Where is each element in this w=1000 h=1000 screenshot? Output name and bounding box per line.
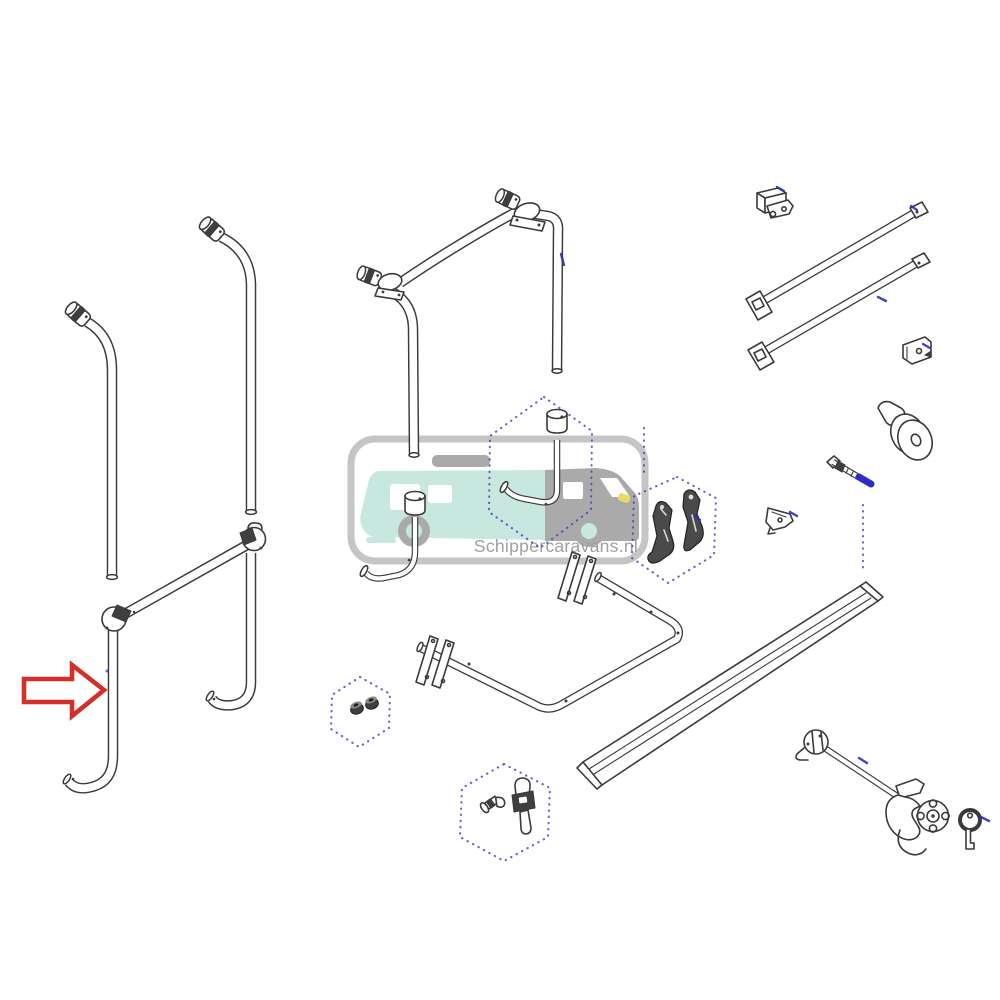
motorhome-logo (360, 455, 639, 547)
top-frame (354, 186, 564, 458)
grouping-hexagon-strap (458, 762, 552, 863)
support-rail-lower (747, 252, 931, 371)
tee-joint (101, 604, 132, 632)
upright-tube-long (196, 213, 258, 516)
tension-arm-lock (795, 729, 950, 856)
strap-and-wing-bolt (479, 777, 536, 835)
spacer-bushings (350, 696, 379, 715)
lock-mechanism (885, 778, 950, 856)
wall-clamp-block (756, 187, 794, 219)
motorhome-headlight (617, 493, 631, 503)
watermark-frame (347, 435, 649, 565)
top-frame-right-clamp (492, 186, 546, 232)
fixing-bolt (826, 455, 875, 488)
grouping-hexagon-lock-levers (630, 475, 718, 585)
corner-bracket (902, 336, 932, 365)
motorhome-window (563, 482, 583, 499)
motorhome-window (428, 485, 452, 503)
mounting-tabs-right (557, 551, 597, 605)
watermark-text: Schippercaravans.nl (474, 536, 638, 556)
belt-roller (877, 400, 934, 461)
exploded-cap-and-elbow-tube (499, 408, 568, 506)
base-frame (415, 551, 683, 713)
small-clip (765, 507, 794, 535)
elbow-joint (239, 522, 267, 552)
top-frame-left-clamp (354, 263, 405, 301)
profile-rail (576, 581, 884, 790)
support-rail-upper (745, 201, 929, 321)
h-frame-upright-assembly (62, 522, 267, 794)
upright-tube-short (62, 298, 119, 581)
tube-cap (546, 408, 568, 434)
annotation-ticks (105, 185, 991, 823)
motorhome-body (360, 470, 545, 540)
ball-fitting (795, 729, 829, 761)
motorhome-windshield (600, 478, 630, 497)
lock-levers (647, 489, 704, 564)
watermark: Schippercaravans.nl (347, 435, 649, 565)
grouping-annotations (329, 395, 865, 863)
highlight-arrow-icon (21, 660, 108, 721)
tube-cap (404, 490, 426, 516)
key (958, 808, 982, 850)
mounting-tabs-left (415, 635, 455, 689)
cap-and-elbow-tube-assembled (359, 490, 426, 582)
